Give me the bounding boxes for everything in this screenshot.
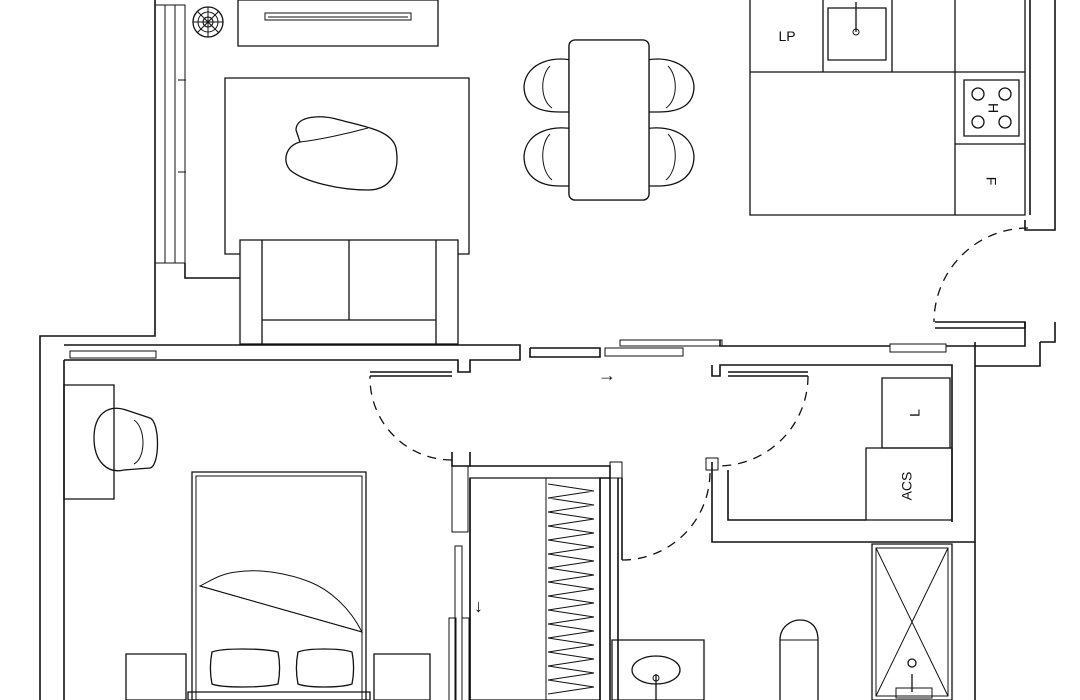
chair-icon xyxy=(640,59,694,112)
dining-set xyxy=(524,40,694,200)
door-swings xyxy=(370,228,1028,560)
washer-label: L xyxy=(907,409,923,417)
pillow-icon xyxy=(211,649,280,687)
rug xyxy=(225,78,469,254)
kitchen-counter xyxy=(750,0,1025,215)
tv-cabinet xyxy=(238,0,438,46)
passage-arrow: → xyxy=(598,365,616,385)
shower-tray xyxy=(872,544,952,700)
wardrobe xyxy=(470,478,600,700)
fridge-label: F xyxy=(983,177,999,186)
dishwasher-label: LP xyxy=(778,28,795,44)
wardrobe-hangers xyxy=(548,484,594,694)
sink-icon xyxy=(828,2,886,60)
desk xyxy=(64,385,114,499)
bed-footboard xyxy=(188,692,370,700)
water-heater-label: ACS xyxy=(899,472,915,501)
plant-icon xyxy=(193,7,223,37)
exterior-walls xyxy=(40,0,1055,700)
sofa xyxy=(240,240,458,344)
water-heater xyxy=(866,448,952,520)
hanger-zigzag xyxy=(548,484,594,694)
washbasin-icon xyxy=(612,640,704,700)
pillow-icon xyxy=(297,649,354,687)
shower-tap-icon xyxy=(896,659,932,698)
hob-label: H xyxy=(985,103,1001,113)
bed xyxy=(192,472,366,700)
wardrobe-slide-arrow: ↓ xyxy=(474,596,483,616)
chair-icon xyxy=(524,128,578,186)
nightstand xyxy=(126,654,186,700)
nightstand xyxy=(374,654,430,700)
hob-icon xyxy=(964,80,1019,136)
chair-icon xyxy=(640,128,694,186)
interior-walls xyxy=(64,322,1025,700)
coffee-table xyxy=(286,117,397,190)
desk-chair-icon xyxy=(94,408,158,470)
toilet-icon xyxy=(780,620,818,700)
